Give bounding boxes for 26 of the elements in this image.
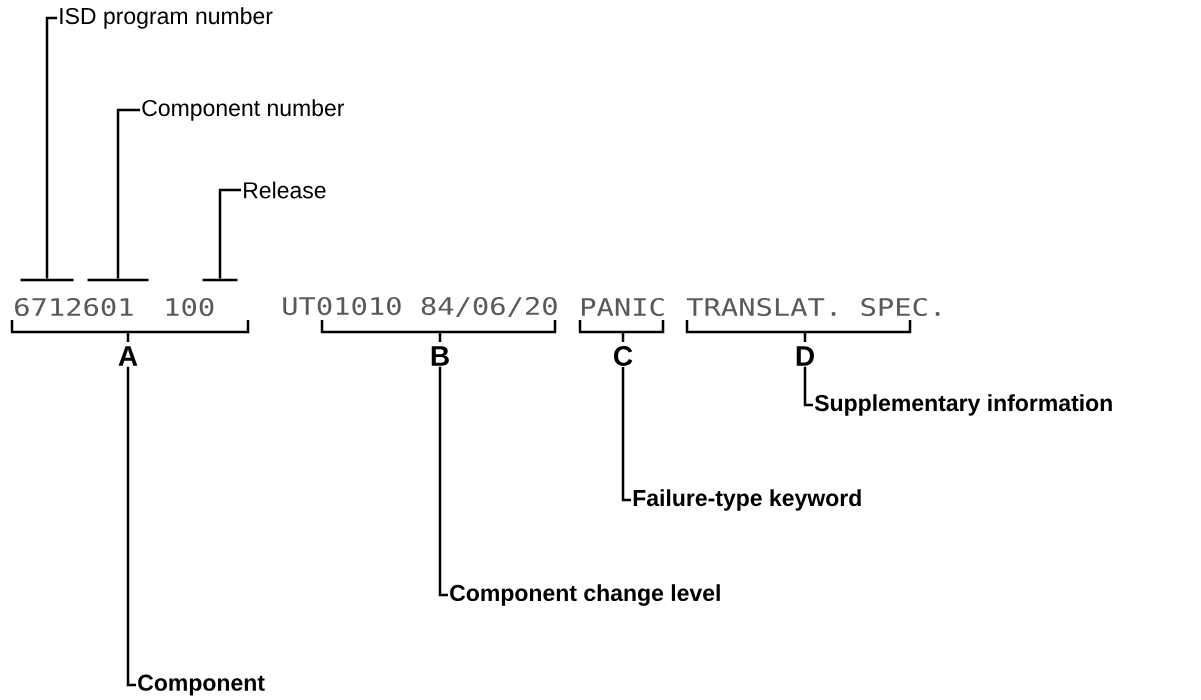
code-field: PANIC <box>582 297 664 317</box>
description-label: Supplementary information <box>814 394 1112 416</box>
callout-label: Release <box>244 181 326 199</box>
description-label: Component change level <box>450 584 720 606</box>
callout-letter: C <box>614 346 633 366</box>
code-field: 6712601 <box>15 297 133 317</box>
tee-bar <box>20 278 74 282</box>
callout-letter: A <box>118 346 138 366</box>
leader-line <box>126 366 136 687</box>
leader-line <box>621 367 631 502</box>
leader-line <box>438 366 448 597</box>
callout-letter: B <box>431 346 449 366</box>
description-label: Failure-type keyword <box>633 489 861 511</box>
tee-bar <box>87 278 149 282</box>
leader-line <box>45 16 57 279</box>
code-field: TRANSLAT. SPEC. <box>686 297 940 317</box>
code-field: UT01010 84/06/20 <box>283 296 557 317</box>
callout-label: ISD program number <box>60 7 273 29</box>
code-field: 100 <box>166 297 214 317</box>
callout-label: Component number <box>142 99 345 121</box>
leader-line <box>218 188 241 279</box>
tee-bar <box>202 278 238 282</box>
description-label: Component <box>138 674 265 696</box>
leader-line <box>116 108 140 279</box>
leader-line <box>803 366 813 407</box>
callout-letter: D <box>796 346 814 366</box>
